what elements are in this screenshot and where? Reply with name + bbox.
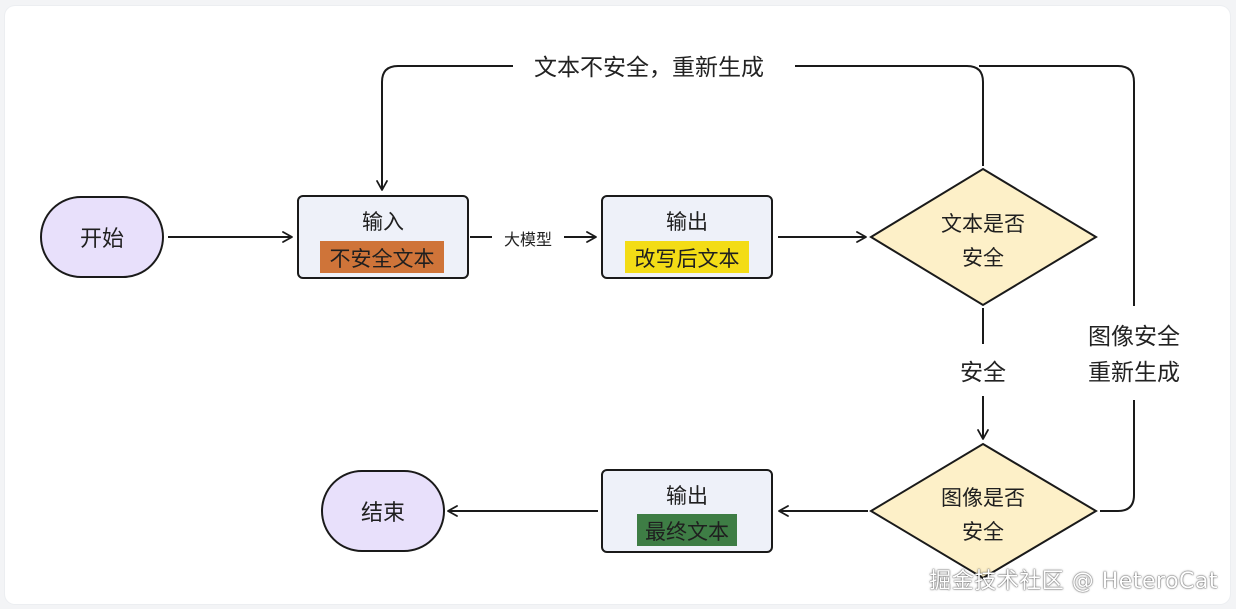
text-check-line2: 安全 bbox=[962, 246, 1004, 270]
text-check-shape bbox=[869, 167, 1098, 307]
node-text-check: 文本是否 安全 bbox=[869, 167, 1098, 307]
edge-label-image-regen-line1: 图像安全 bbox=[1088, 324, 1180, 350]
edge-text-unsafe-loop-right bbox=[795, 65, 984, 166]
output-final-title: 输出 bbox=[666, 484, 708, 508]
output-final-highlight-bg bbox=[637, 514, 737, 546]
node-output-rewrite: 输出 改写后文本 bbox=[601, 195, 773, 279]
start-shape bbox=[40, 196, 164, 278]
edge-text-unsafe-loop-left bbox=[376, 65, 513, 191]
output-rewrite-highlight-bg bbox=[625, 241, 749, 273]
input-title: 输入 bbox=[362, 210, 404, 234]
node-start: 开始 bbox=[40, 196, 164, 278]
end-label: 结束 bbox=[361, 501, 405, 526]
input-highlight-bg bbox=[320, 241, 444, 273]
edge-label-llm: 大模型 bbox=[504, 230, 552, 249]
node-output-final: 输出 最终文本 bbox=[601, 469, 773, 553]
node-image-check: 图像是否 安全 bbox=[869, 442, 1098, 580]
end-shape bbox=[321, 470, 445, 552]
edges bbox=[168, 65, 1135, 517]
node-input: 输入 不安全文本 bbox=[297, 195, 469, 279]
image-check-line1: 图像是否 bbox=[941, 486, 1025, 510]
edge-label-safe: 安全 bbox=[960, 360, 1006, 386]
edge-label-text-unsafe: 文本不安全，重新生成 bbox=[534, 55, 764, 81]
text-check-line1: 文本是否 bbox=[941, 212, 1025, 236]
start-label: 开始 bbox=[80, 227, 124, 252]
image-check-shape bbox=[869, 442, 1098, 580]
edge-label-image-regen-line2: 重新生成 bbox=[1088, 360, 1180, 386]
output-final-highlight-text: 最终文本 bbox=[645, 520, 729, 544]
edge-image-regen-lower bbox=[1100, 400, 1135, 512]
output-rewrite-title: 输出 bbox=[666, 210, 708, 234]
input-highlight-text: 不安全文本 bbox=[330, 247, 435, 271]
watermark: 掘金技术社区 @ HeteroCat bbox=[929, 569, 1218, 594]
edge-image-regen-upper bbox=[979, 65, 1135, 306]
image-check-line2: 安全 bbox=[962, 520, 1004, 544]
node-end: 结束 bbox=[321, 470, 445, 552]
output-rewrite-highlight-text: 改写后文本 bbox=[635, 247, 740, 271]
